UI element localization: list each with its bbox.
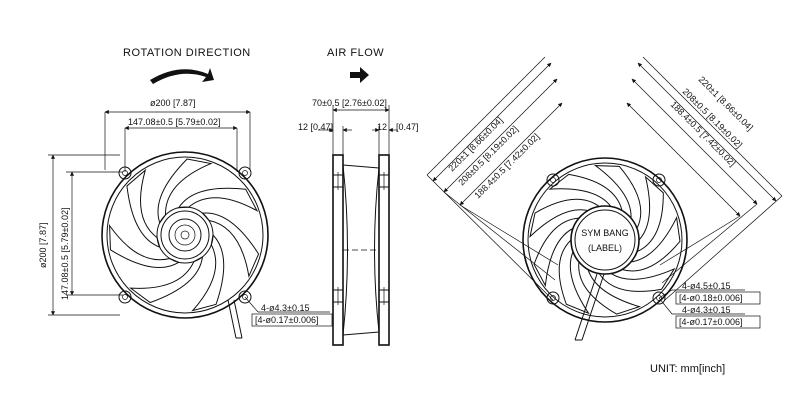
side-view: 70±0.5 [2.76±0.02] 12 [0.47] 12 [0.47] (298, 98, 419, 346)
rear-holes-a-line2: [4-ø0.18±0.006] (679, 293, 742, 303)
rear-label-line2: (LABEL) (588, 243, 622, 253)
rear-blade (593, 165, 642, 230)
front-blade (201, 212, 260, 278)
rear-blade (558, 238, 590, 315)
rear-blade (529, 198, 601, 238)
front-blade (129, 255, 204, 304)
rear-label-line1: SYM BANG (581, 228, 629, 238)
rear-fan-blades (529, 165, 681, 315)
rear-blade (620, 216, 681, 272)
unit-label: UNIT: mm[inch] (650, 363, 725, 375)
front-blade (191, 233, 225, 312)
front-hole-height-dim: 147.08±0.5 [5.79±0.02] (60, 208, 70, 300)
front-blade (157, 158, 213, 224)
rear-blade (636, 175, 664, 253)
rotation-arrow-icon (150, 68, 214, 84)
rear-holes-b-line2: [4-ø0.17±0.006] (679, 317, 742, 327)
rear-blade (598, 267, 676, 292)
rear-blade (533, 217, 580, 288)
rear-blade (578, 260, 642, 315)
rear-blade (548, 173, 623, 212)
side-flange-left-dim: 12 [0.47] (298, 122, 333, 132)
rear-view: 220±1 [8.66±0.04] 208±0.5 [8.19±0.02] 18… (426, 56, 783, 341)
front-width-dim: ø200 [7.87] (150, 98, 196, 108)
front-hole-width-dim: 147.08±0.5 [5.79±0.02] (128, 117, 220, 127)
rear-holes-a-line1: 4-ø4.5±0.15 (682, 281, 730, 291)
side-depth-dim: 70±0.5 [2.76±0.02] (312, 98, 387, 108)
air-flow-label: AIR FLOW (327, 47, 384, 59)
front-blade (177, 187, 259, 212)
air-flow-arrow-icon (350, 67, 369, 83)
front-view: ø200 [7.87] 147.08±0.5 [5.79±0.02] ø200 … (38, 98, 333, 339)
side-flange-right-inch: [0.47] (396, 122, 419, 132)
front-holes-callout-2: [4-ø0.17±0.006] (255, 315, 318, 325)
rotation-direction-label: ROTATION DIRECTION (123, 47, 251, 59)
front-blade (126, 168, 161, 248)
front-holes-callout-1: 4-ø4.3±0.15 (261, 303, 309, 313)
front-blade (109, 223, 180, 268)
side-flange-right-num: 12 (377, 122, 387, 132)
front-height-dim: ø200 [7.87] (38, 222, 48, 268)
front-fan-blades (109, 158, 260, 312)
rear-holes-b-line1: 4-ø4.3±0.15 (682, 305, 730, 315)
